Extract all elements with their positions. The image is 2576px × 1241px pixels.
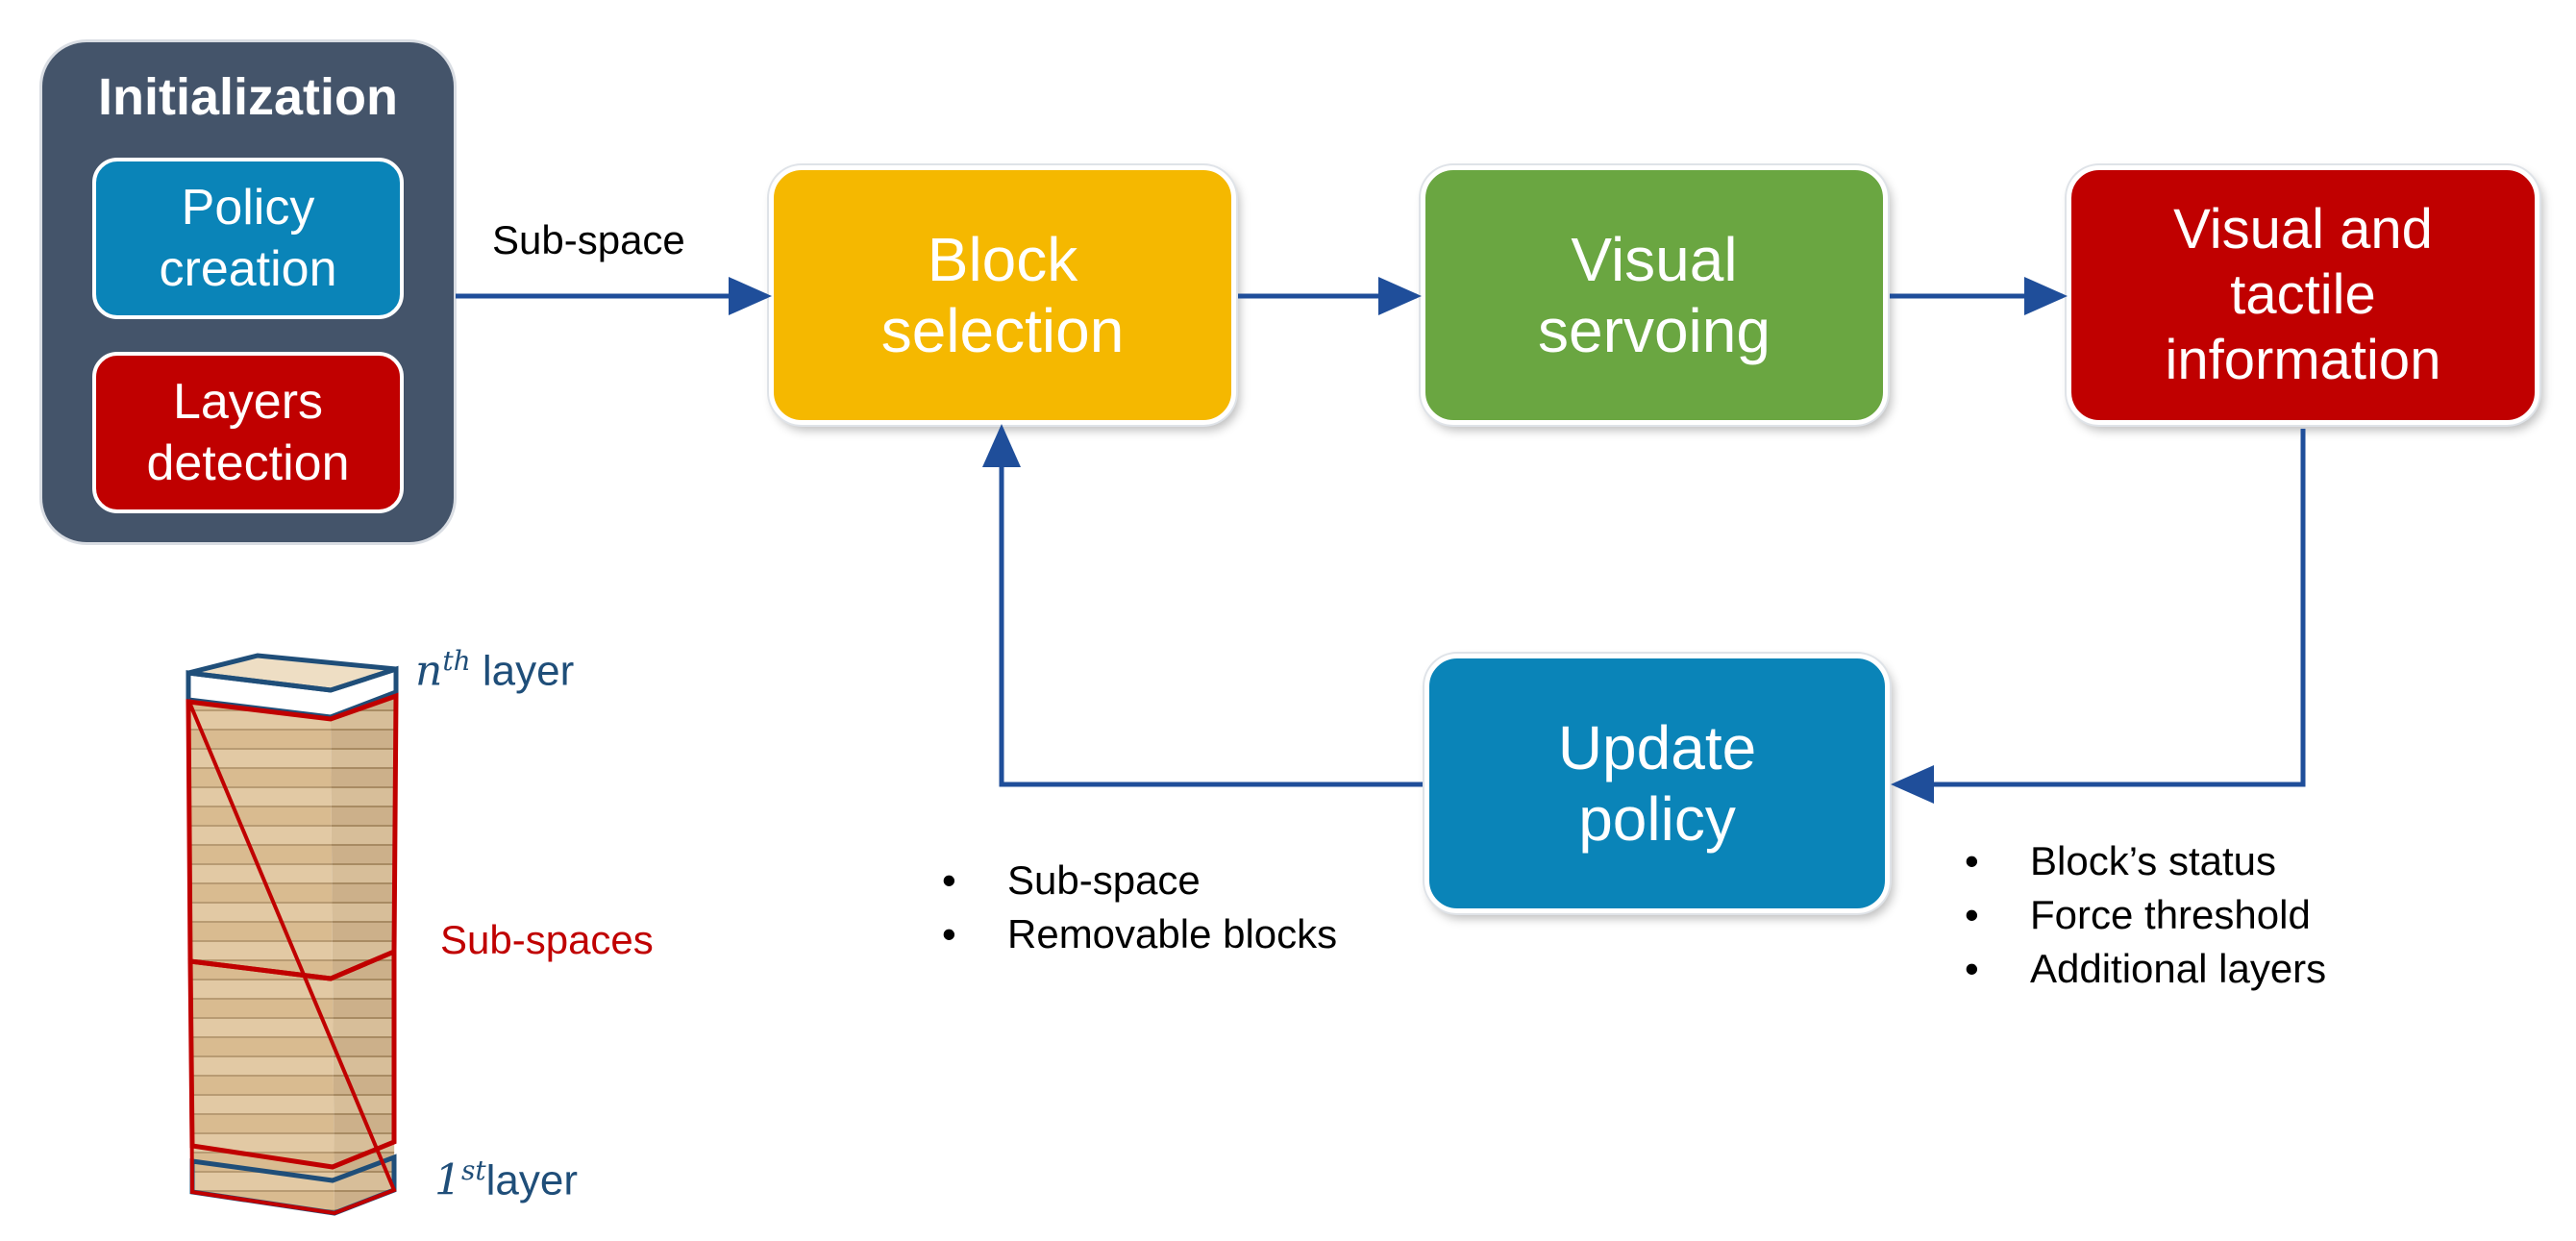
- arrow-tactile-to-update: [1891, 429, 2306, 804]
- tower-outer-outline: [186, 699, 397, 1216]
- tower-front-face: [188, 700, 334, 1213]
- visual-tactile-label: Visual and tactile information: [2165, 198, 2441, 391]
- first-word: layer: [485, 1156, 578, 1204]
- nth-sup: th: [442, 645, 471, 677]
- nth-layer-label: nth layer: [415, 634, 574, 699]
- block-selection-box: Block selection: [769, 165, 1236, 425]
- first-layer-label: 1stlayer: [434, 1144, 578, 1208]
- bullet-item: •Block’s status: [1965, 834, 2326, 888]
- bullets-right: •Block’s status •Force threshold •Additi…: [1965, 834, 2326, 996]
- visual-servoing-box: Visual servoing: [1421, 165, 1888, 425]
- update-policy-label: Update policy: [1557, 713, 1757, 854]
- bullet-item: •Sub-space: [942, 854, 1337, 907]
- visual-servoing-label: Visual servoing: [1538, 225, 1771, 365]
- jenga-tower: [186, 653, 399, 1216]
- bullet-text: Additional layers: [2030, 946, 2327, 991]
- nth-math: n: [415, 646, 443, 696]
- nth-word: layer: [470, 647, 575, 695]
- bullet-text: Block’s status: [2030, 838, 2276, 883]
- arrow-update-to-block: [982, 424, 1423, 787]
- update-policy-box: Update policy: [1424, 654, 1890, 913]
- policy-creation-box: Policy creation: [92, 158, 404, 319]
- bullet-item: •Removable blocks: [942, 907, 1337, 961]
- block-selection-label: Block selection: [880, 225, 1125, 365]
- initialization-title: Initialization: [97, 68, 398, 126]
- first-sup: st: [461, 1154, 486, 1186]
- bullet-item: •Additional layers: [1965, 942, 2326, 996]
- bullet-text: Sub-space: [1007, 857, 1201, 903]
- subspace-edge-label: Sub-space: [492, 217, 685, 262]
- visual-tactile-box: Visual and tactile information: [2067, 165, 2539, 425]
- bullet-text: Removable blocks: [1007, 911, 1338, 956]
- sub-spaces-label: Sub-spaces: [440, 917, 654, 962]
- bullet-text: Force threshold: [2030, 892, 2311, 937]
- bullet-item: •Force threshold: [1965, 888, 2326, 942]
- layers-detection-box: Layers detection: [92, 352, 404, 513]
- bullets-left: •Sub-space •Removable blocks: [942, 854, 1337, 961]
- first-math: 1: [434, 1155, 461, 1205]
- tower-side-face: [331, 694, 396, 1213]
